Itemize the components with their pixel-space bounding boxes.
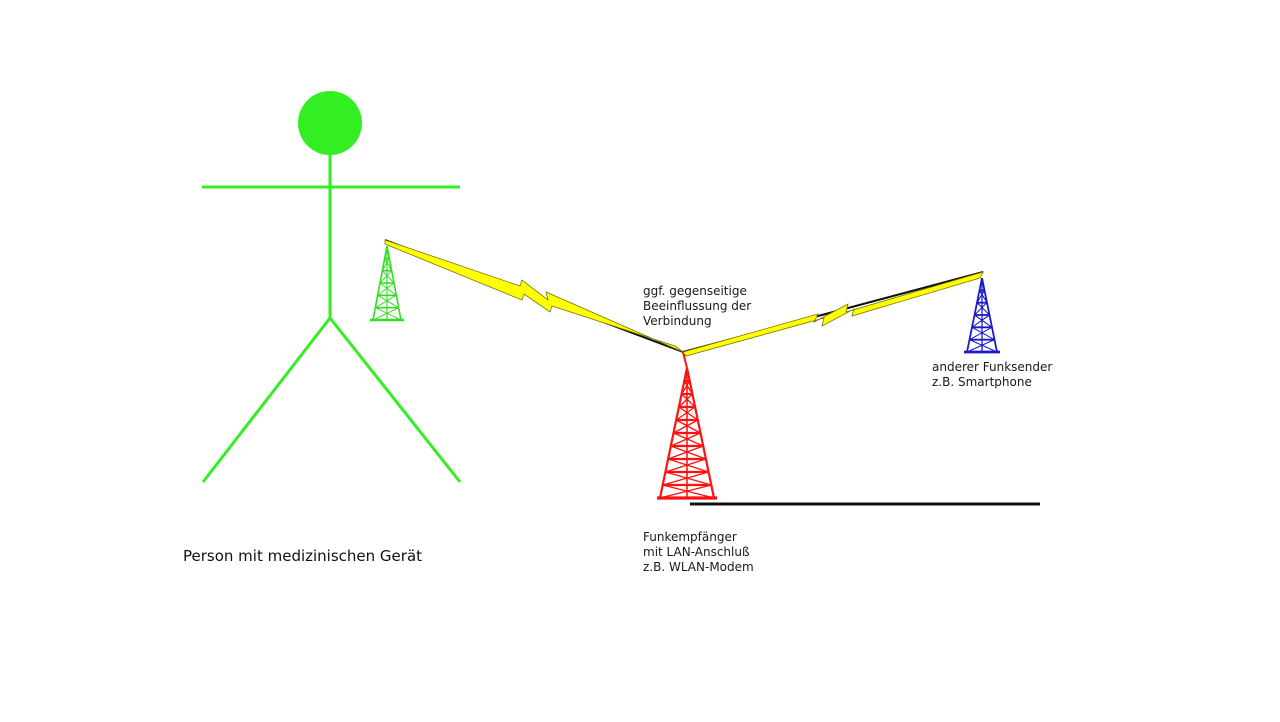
other-tower-brace: [966, 339, 995, 353]
receiver-tower-brace: [667, 445, 704, 460]
device-tower-brace: [372, 307, 399, 321]
radio-link-device-bolt: [384, 239, 684, 353]
other-tower-brace: [976, 290, 985, 303]
interference-label-line: ggf. gegenseitige: [643, 284, 747, 298]
receiver-label-line: Funkempfänger: [643, 530, 737, 544]
device-tower-brace: [381, 258, 390, 271]
receiver-tower-brace: [670, 445, 707, 460]
receiver-label-line: mit LAN-Anschluß: [643, 545, 750, 559]
other-tower-brace: [976, 302, 990, 316]
device-tower-brace: [375, 307, 402, 321]
other-tower-brace: [979, 290, 988, 303]
receiver-tower-brace: [659, 484, 712, 499]
other-transmitter-label: anderer Funksender z.B. Smartphone: [932, 360, 1052, 390]
receiver-tower-brace: [665, 471, 712, 486]
interference-label: ggf. gegenseitige Beeinflussung der Verb…: [643, 284, 751, 329]
other-tower-brace: [969, 326, 993, 341]
person-right-leg: [328, 317, 462, 483]
device-tower-brace: [384, 258, 393, 271]
person-caption: Person mit medizinischen Gerät: [183, 547, 423, 565]
other-tower-brace: [971, 326, 995, 341]
receiver-tower-brace: [667, 458, 709, 473]
receiver-tower-brace: [665, 458, 707, 473]
receiver-tower-brace: [681, 380, 691, 395]
other-transmitter-label-line: z.B. Smartphone: [932, 375, 1032, 389]
other-tower-brace: [969, 339, 998, 353]
other-transmitter-antenna-icon: [964, 277, 1000, 354]
receiver-label: Funkempfänger mit LAN-Anschluß z.B. WLAN…: [643, 530, 754, 575]
receiver-tower-brace: [673, 432, 704, 447]
receiver-tower-brace: [670, 432, 701, 447]
receiver-tower-brace: [675, 419, 701, 434]
receiver-tower-brace: [683, 380, 693, 395]
radio-links: [384, 239, 984, 369]
receiver-label-line: z.B. WLAN-Modem: [643, 560, 754, 574]
receiver-tower-brace: [678, 406, 699, 421]
receiver-tower-brace: [678, 393, 693, 408]
device-tower-brace: [379, 270, 393, 284]
device-tower-brace: [381, 270, 395, 284]
device-tower-brace: [375, 294, 397, 309]
receiver-feed-line: [682, 351, 688, 369]
device-tower-brace: [379, 282, 397, 296]
receiver-tower-brace: [673, 419, 699, 434]
person-left-leg: [201, 317, 332, 483]
medical-device-antenna-icon: [370, 245, 404, 322]
person-head: [298, 91, 362, 155]
other-transmitter-label-line: anderer Funksender: [932, 360, 1053, 374]
receiver-tower-brace: [662, 484, 715, 499]
device-tower-brace: [377, 282, 395, 296]
interference-label-line: Verbindung: [643, 314, 712, 328]
other-tower-brace: [971, 314, 990, 328]
receiver-tower-brace: [662, 471, 709, 486]
receiver-antenna-icon: [657, 367, 717, 500]
receiver-tower-brace: [675, 406, 696, 421]
other-tower-brace: [974, 314, 993, 328]
radio-link-other-bolt: [682, 271, 984, 357]
other-tower-brace: [974, 302, 988, 316]
stick-figure-person: [201, 91, 462, 483]
device-tower-brace: [377, 294, 399, 309]
interference-label-line: Beeinflussung der: [643, 299, 752, 313]
receiver-tower-brace: [681, 393, 696, 408]
